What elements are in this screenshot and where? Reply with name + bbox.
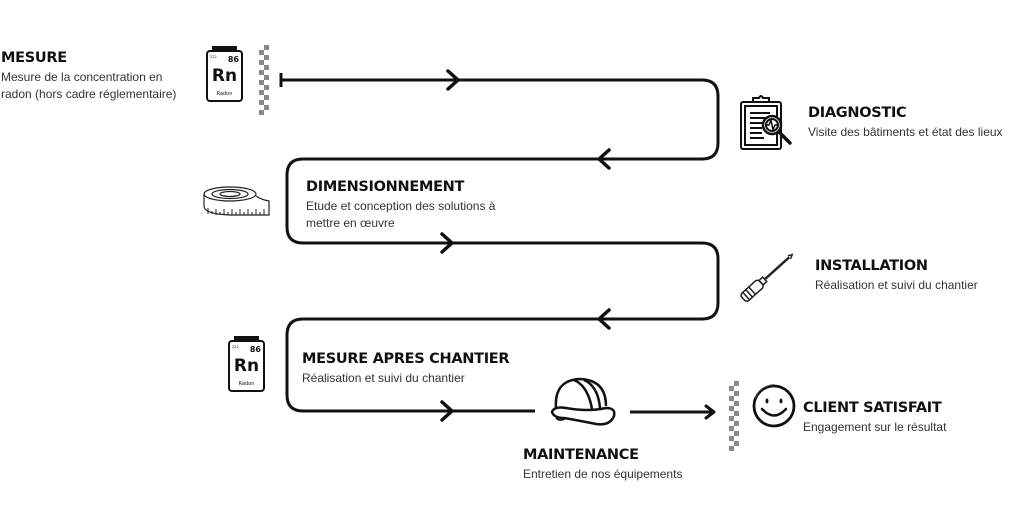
- finish-flag-icon: [729, 381, 739, 451]
- checker-square: [734, 401, 739, 406]
- step-description: Réalisation et suivi du chantier: [302, 371, 465, 385]
- radon-symbol: Rn: [234, 356, 259, 376]
- hard-hat-icon: [550, 377, 616, 426]
- svg-text:222: 222: [232, 345, 239, 349]
- checker-square: [734, 411, 739, 416]
- checker-square: [259, 110, 264, 115]
- clipboard-magnifier-icon: [740, 95, 792, 150]
- checker-square: [264, 75, 269, 80]
- checker-square: [264, 65, 269, 70]
- arrow-head-icon: [704, 404, 716, 420]
- step-title: MESURE: [1, 50, 67, 66]
- chevron-left-icon: [597, 148, 611, 170]
- step-dimensionnement: DIMENSIONNEMENT Etude et conception des …: [306, 178, 516, 232]
- step-description: Etude et conception des solutions à mett…: [306, 199, 496, 230]
- checker-square: [264, 45, 269, 50]
- chevron-right-icon: [440, 400, 454, 422]
- chevron-right-icon: [440, 232, 454, 254]
- chevron-right-icon: [446, 69, 460, 91]
- radon-element-icon: 222 86 Rn Radon: [228, 336, 265, 392]
- checker-square: [264, 55, 269, 60]
- step-title: CLIENT SATISFAIT: [803, 400, 942, 416]
- svg-text:222: 222: [210, 55, 217, 59]
- checker-square: [259, 80, 264, 85]
- step-description: Engagement sur le résultat: [803, 420, 947, 434]
- radon-element-icon: 222 86 Rn Radon: [206, 46, 243, 102]
- step-maintenance: MAINTENANCE Entretien de nos équipements: [523, 446, 723, 483]
- screwdriver-icon: [740, 253, 794, 302]
- checker-square: [729, 386, 734, 391]
- checker-square: [734, 381, 739, 386]
- checker-square: [259, 90, 264, 95]
- radon-number: 86: [250, 345, 262, 354]
- checker-square: [729, 436, 734, 441]
- checker-square: [264, 85, 269, 90]
- start-flag-icon: [259, 45, 269, 115]
- step-diagnostic: DIAGNOSTIC Visite des bâtiments et état …: [808, 104, 1023, 141]
- checker-square: [729, 416, 734, 421]
- step-title: DIMENSIONNEMENT: [306, 179, 465, 195]
- checker-square: [734, 421, 739, 426]
- radon-name: Radon: [239, 381, 255, 387]
- step-title: INSTALLATION: [815, 258, 928, 274]
- smiley-icon: [752, 384, 796, 428]
- step-title: DIAGNOSTIC: [808, 105, 907, 121]
- checker-square: [734, 441, 739, 446]
- measuring-tape-icon: [203, 186, 270, 216]
- step-mesure: MESURE Mesure de la concentration en rad…: [1, 49, 191, 103]
- step-description: Entretien de nos équipements: [523, 467, 683, 481]
- flow-path: [281, 78, 720, 413]
- step-description: Visite des bâtiments et état des lieux: [808, 125, 1003, 139]
- step-client-satisfait: CLIENT SATISFAIT Engagement sur le résul…: [803, 399, 1018, 436]
- checker-square: [264, 95, 269, 100]
- checker-square: [729, 426, 734, 431]
- step-description: Réalisation et suivi du chantier: [815, 278, 978, 292]
- chevron-left-icon: [597, 308, 611, 330]
- step-installation: INSTALLATION Réalisation et suivi du cha…: [815, 257, 1020, 294]
- checker-square: [729, 446, 734, 451]
- checker-square: [734, 431, 739, 436]
- radon-symbol: Rn: [212, 66, 237, 86]
- radon-name: Radon: [217, 91, 233, 97]
- step-mesure-apres-chantier: MESURE APRES CHANTIER Réalisation et sui…: [302, 350, 532, 387]
- step-title: MAINTENANCE: [523, 447, 639, 463]
- step-title: MESURE APRES CHANTIER: [302, 351, 510, 367]
- checker-square: [259, 70, 264, 75]
- checker-square: [259, 60, 264, 65]
- checker-square: [729, 396, 734, 401]
- checker-square: [734, 391, 739, 396]
- checker-square: [264, 105, 269, 110]
- checker-square: [259, 50, 264, 55]
- checker-square: [729, 406, 734, 411]
- checker-square: [259, 100, 264, 105]
- step-description: Mesure de la concentration en radon (hor…: [1, 70, 177, 101]
- radon-number: 86: [228, 55, 240, 64]
